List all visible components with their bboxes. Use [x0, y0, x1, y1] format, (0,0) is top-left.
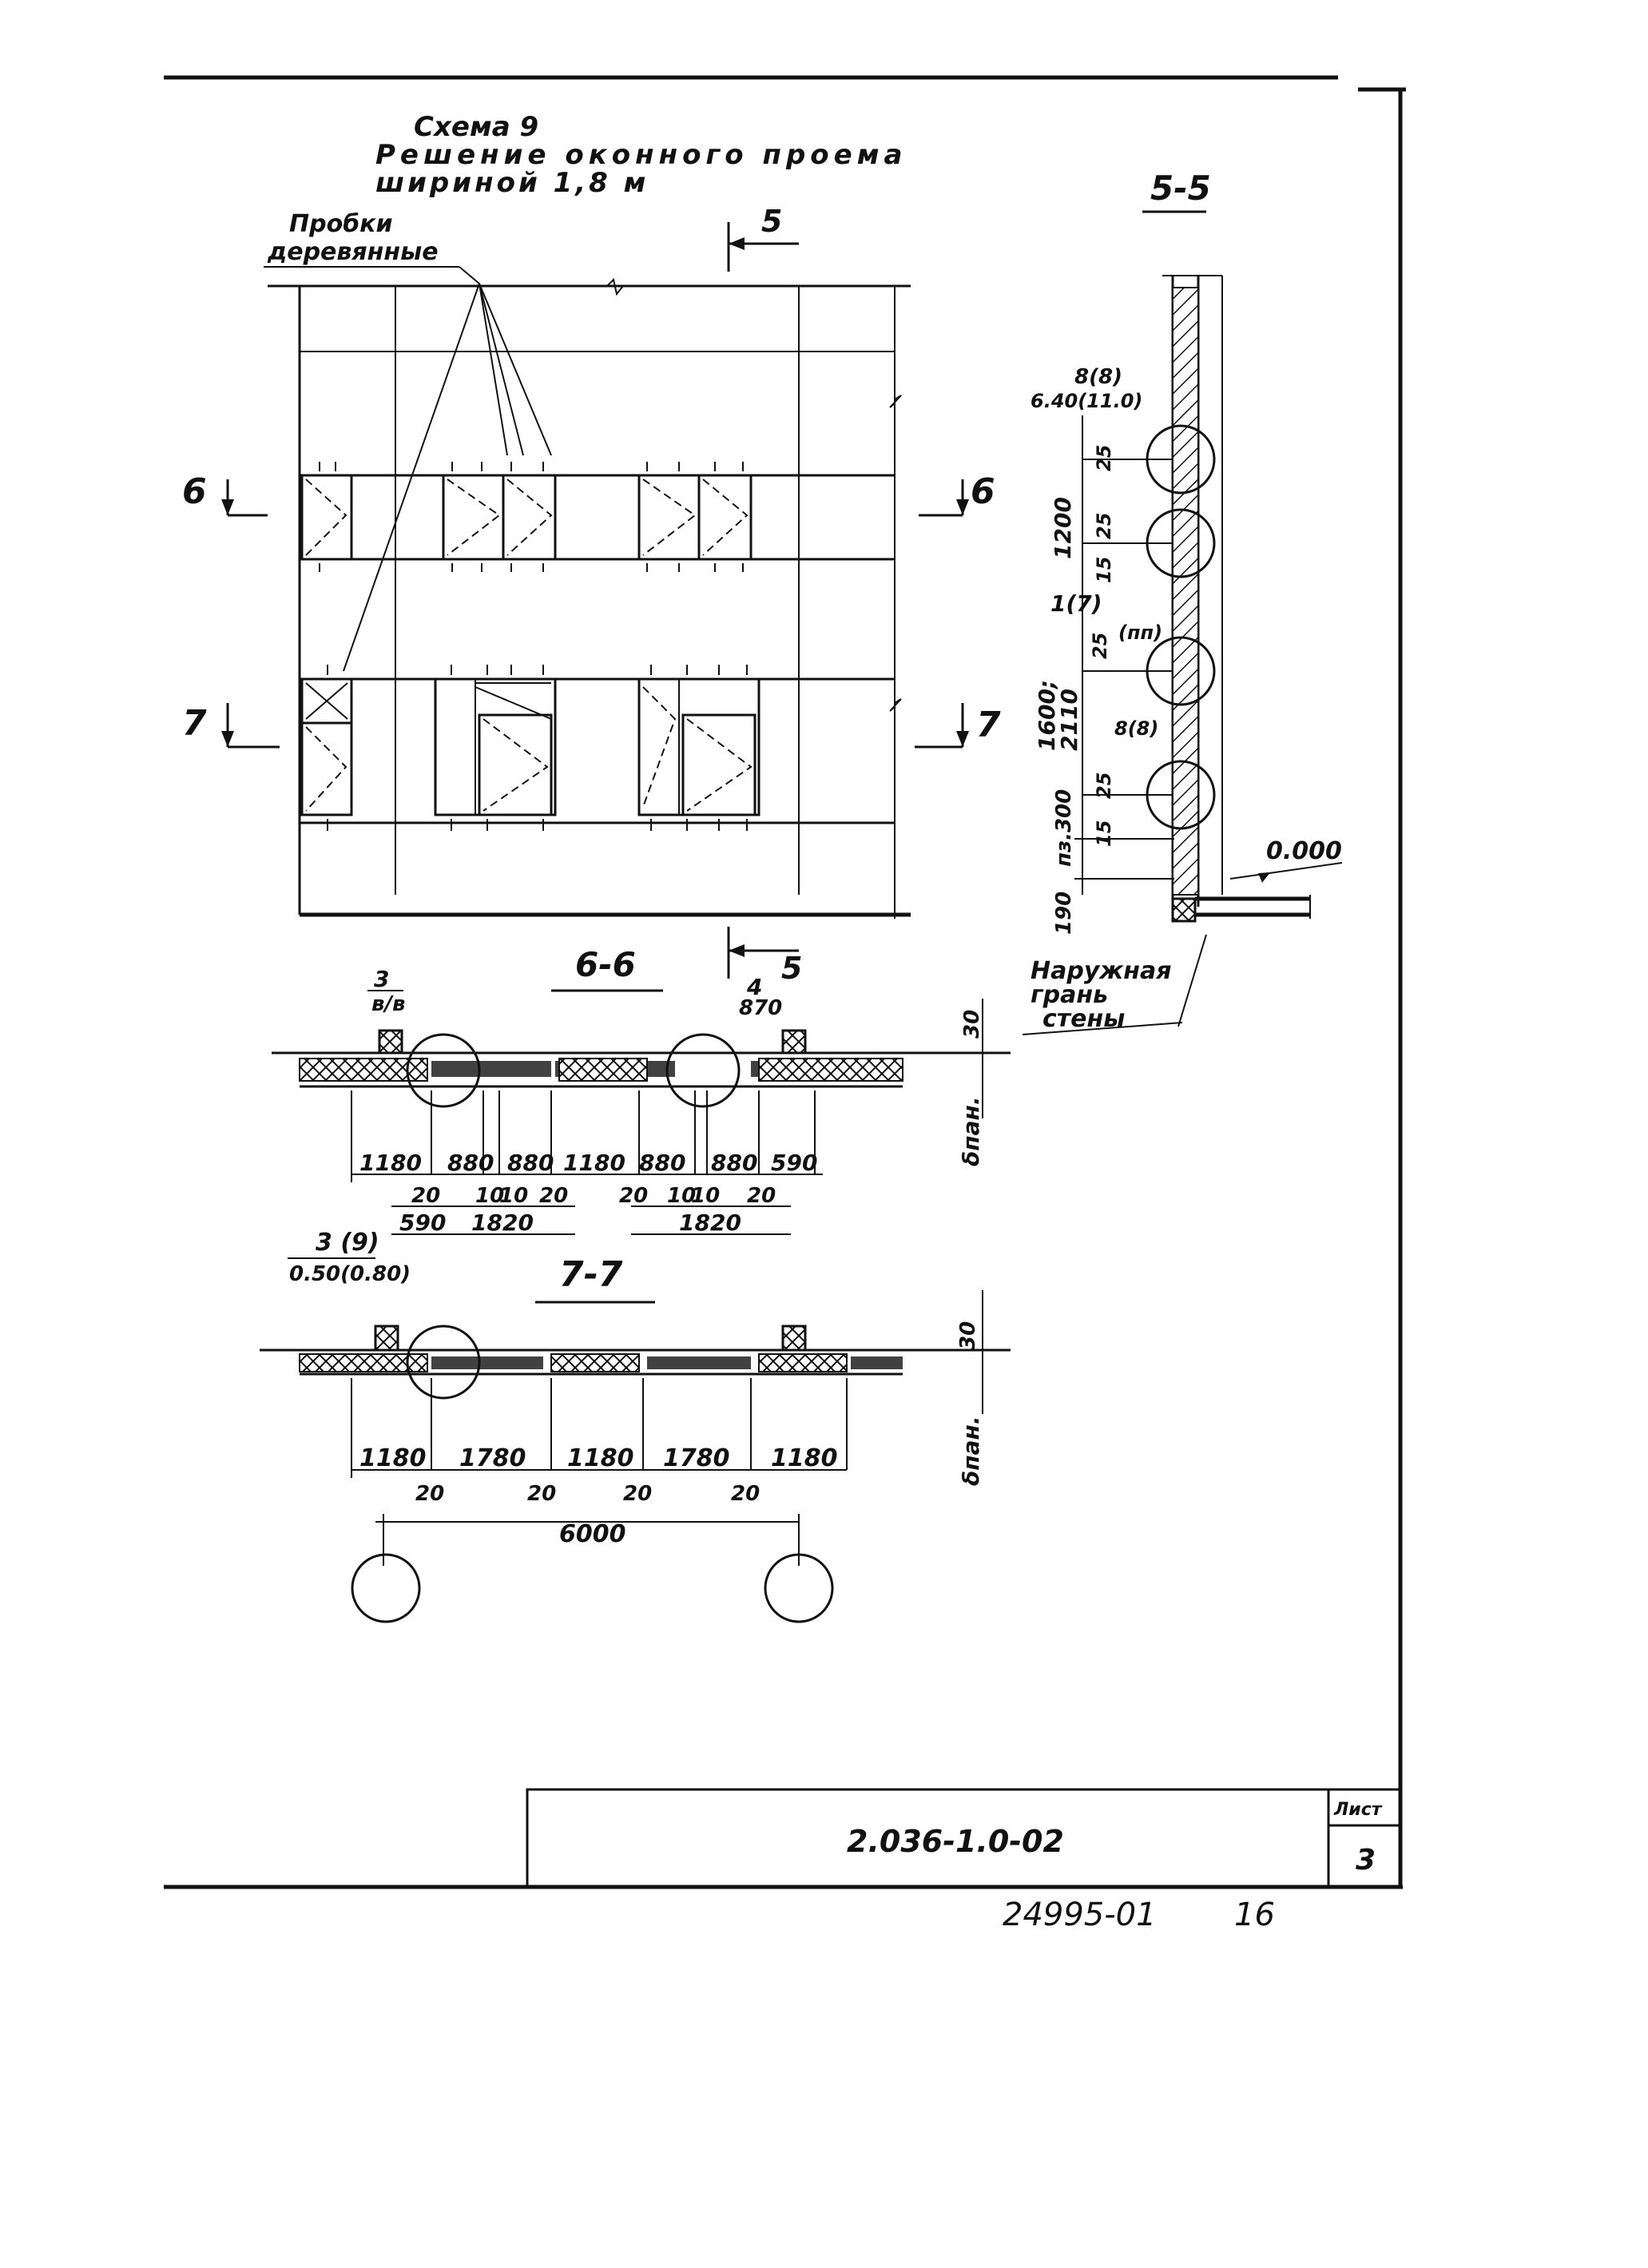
- dims-7-7-row2: 20 20 20 20: [415, 1482, 760, 1506]
- section-7-7-title: 7-7: [559, 1254, 623, 1295]
- dim-7-7-r1-3: 1780: [663, 1444, 730, 1472]
- dim-6-6-r1-0: 1180: [359, 1150, 422, 1176]
- dim-6-6-r3-1: 1820: [471, 1209, 534, 1236]
- dim-6-6-r1-2: 880: [507, 1150, 554, 1176]
- section-5-5-title: 5-5: [1150, 169, 1211, 208]
- dim-7-7-r2-3: 20: [731, 1482, 760, 1506]
- dim-5-5-1-7: 1(7): [1050, 590, 1102, 617]
- plugs-label-1: Пробки: [289, 210, 393, 238]
- outer-wall-label-3: стены: [1042, 1005, 1125, 1033]
- mark-5-5-j: 15: [1093, 820, 1115, 847]
- dim-6-6-r2-5: 10: [667, 1184, 696, 1208]
- section-5-bottom: 5: [727, 927, 802, 986]
- section-5-top-label: 5: [761, 204, 782, 239]
- dim-6-6-r1-3: 1180: [563, 1150, 625, 1176]
- elevation-label: 0.000: [1266, 837, 1342, 865]
- title-line-2: Решение оконного проема: [375, 139, 907, 171]
- page-number: 16: [1234, 1897, 1275, 1933]
- title-block: 2.036-1.0-02 Лист 3: [526, 1788, 1402, 1889]
- dim-6-6-r2-3: 20: [539, 1184, 568, 1208]
- dim-7-7-30: 30: [956, 1321, 980, 1350]
- dim-6-6-r3-2: 1820: [679, 1209, 741, 1236]
- inventory-number: 24995-01: [1003, 1897, 1157, 1933]
- dim-6-6-r1-4: 880: [639, 1150, 685, 1176]
- mark-5-5-e: 15: [1093, 557, 1115, 583]
- dim-7-7-r2-0: 20: [415, 1482, 444, 1506]
- section-7-7: 7-7 3 (9) 0.50(0.80) 30 δпан. 1180 1780 …: [260, 1229, 1011, 1623]
- dim-6-6-r2-7: 20: [747, 1184, 776, 1208]
- section-5-bottom-label: 5: [781, 951, 802, 986]
- mark-6-6-right-bottom: 870: [739, 996, 782, 1020]
- title-line-3: шириной 1,8 м: [375, 167, 649, 199]
- facade-elevation: [268, 278, 911, 919]
- dims-6-6-row1: 1180 880 880 1180 880 880 590: [359, 1150, 817, 1176]
- section-7-right-label: 7: [976, 705, 1001, 745]
- wall-thk-7-7: δпан.: [958, 1416, 984, 1486]
- section-6-marks: 6 6: [182, 471, 995, 517]
- mark-6-6-left-top: 3: [374, 966, 389, 992]
- dim-5-5-1600: 1600;: [1034, 680, 1060, 751]
- sheet-label: Лист: [1333, 1800, 1383, 1820]
- axis-bubble-left: [351, 1553, 421, 1623]
- section-6-6: 6-6 3 в/в 4 870 30 δпан. 1180 880: [272, 945, 1011, 1236]
- dim-7-7-r1-4: 1180: [771, 1444, 838, 1472]
- plugs-label-2: деревянные: [267, 238, 439, 266]
- dim-6-6-30: 30: [960, 1010, 984, 1039]
- mark-5-5-g: 25: [1089, 633, 1111, 659]
- mark-6-6-right-top: 4: [746, 974, 762, 1000]
- dim-7-7-r2-2: 20: [623, 1482, 652, 1506]
- plugs-callout: Пробки деревянные: [264, 210, 552, 672]
- mark-5-5-h: 8(8): [1114, 717, 1158, 740]
- mark-5-5-a: 8(8): [1074, 365, 1122, 389]
- dim-6-6-r3-0: 590: [399, 1209, 446, 1236]
- mark-7-7-top: 3 (9): [316, 1229, 379, 1257]
- section-6-right-label: 6: [971, 471, 995, 512]
- dim-6-6-r2-0: 20: [411, 1184, 440, 1208]
- dim-6-6-r1-6: 590: [771, 1150, 817, 1176]
- dim-6-6-r2-2: 10: [499, 1184, 528, 1208]
- mark-5-5-c: 25: [1093, 445, 1115, 471]
- outer-wall-label-1: Наружная: [1030, 957, 1171, 985]
- dim-7-7-r2-1: 20: [527, 1482, 556, 1506]
- dims-7-7-row1: 1180 1780 1180 1780 1180: [359, 1444, 838, 1472]
- mark-5-5-d: 25: [1093, 513, 1115, 539]
- dim-5-5-1200: 1200: [1050, 497, 1076, 559]
- title-line-1: Схема 9: [414, 111, 538, 143]
- dim-6-6-r1-5: 880: [711, 1150, 757, 1176]
- mark-5-5-b: 6.40(11.0): [1030, 390, 1142, 412]
- mark-5-5-f: (пп): [1118, 622, 1162, 644]
- dim-6-6-r2-4: 20: [619, 1184, 648, 1208]
- section-7-left-label: 7: [182, 703, 207, 744]
- axis-bubble-right: [764, 1553, 834, 1623]
- mark-7-7-bottom: 0.50(0.80): [289, 1262, 411, 1286]
- dim-6-6-r2-1: 10: [475, 1184, 504, 1208]
- dim-5-5-190: 190: [1052, 892, 1076, 935]
- dim-5-5-2110: 2110: [1056, 689, 1082, 751]
- outer-wall-label-2: грань: [1030, 981, 1108, 1009]
- mark-6-6-left-bottom: в/в: [371, 992, 405, 1016]
- section-7-marks: 7 7: [182, 703, 1001, 749]
- mark-5-5-i: 25: [1093, 773, 1115, 799]
- section-6-6-title: 6-6: [575, 945, 636, 984]
- dim-7-7-r1-2: 1180: [567, 1444, 634, 1472]
- dim-5-5-pz300: пз.300: [1052, 789, 1076, 867]
- drawing-title: Схема 9 Решение оконного проема шириной …: [375, 111, 907, 199]
- dim-6-6-r2-6: 10: [691, 1184, 720, 1208]
- dim-7-7-r1-1: 1780: [459, 1444, 526, 1472]
- sheet-number: 3: [1356, 1844, 1376, 1877]
- section-6-left-label: 6: [182, 471, 207, 512]
- section-5-top: 5: [727, 204, 799, 272]
- wall-thk-6-6: δпан.: [958, 1097, 984, 1166]
- dim-6-6-r1-1: 880: [447, 1150, 494, 1176]
- doc-code: 2.036-1.0-02: [847, 1824, 1064, 1859]
- dims-6-6-row2: 20 10 10 20 20 10 10 20: [411, 1184, 776, 1208]
- dim-7-7-r1-0: 1180: [359, 1444, 427, 1472]
- section-5-5: 5-5 0.000 1200 1(7) 1600; 2110 пз.300 19…: [1022, 169, 1343, 1035]
- dim-7-7-total: 6000: [559, 1520, 626, 1548]
- dims-6-6-row3: 590 1820 1820: [399, 1209, 741, 1236]
